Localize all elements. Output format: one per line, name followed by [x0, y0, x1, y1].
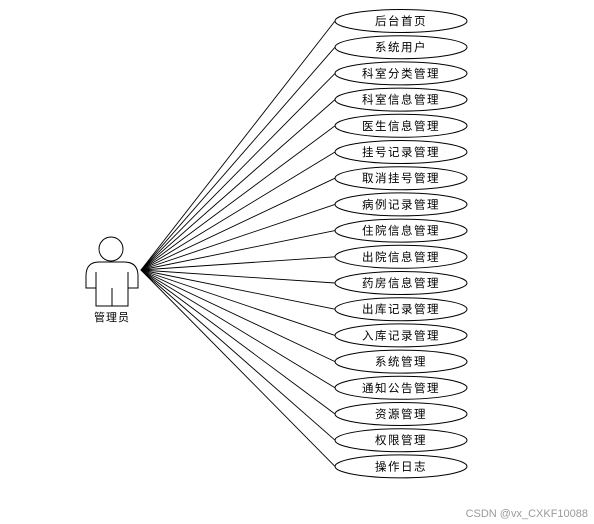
use-case-ellipse	[334, 402, 468, 426]
use-case: 住院信息管理	[334, 218, 468, 243]
use-case: 药房信息管理	[334, 271, 468, 295]
use-case-label: 住院信息管理	[362, 224, 440, 238]
use-case-label: 科室信息管理	[362, 93, 440, 107]
association-line	[140, 269, 336, 310]
use-case: 操作日志	[334, 454, 468, 479]
association-line	[140, 46, 336, 271]
use-case: 系统用户	[334, 35, 468, 60]
use-case: 出院信息管理	[334, 244, 468, 269]
use-case-ellipse	[334, 35, 468, 60]
use-case-label: 系统管理	[375, 355, 427, 369]
actor-body	[85, 261, 139, 307]
use-case-ellipse	[334, 323, 468, 348]
association-line	[140, 256, 336, 271]
use-case: 权限管理	[334, 428, 468, 453]
use-case-label: 通知公告管理	[362, 381, 440, 395]
association-line	[140, 73, 336, 271]
use-case-label: 资源管理	[375, 407, 427, 421]
use-case: 科室分类管理	[334, 61, 468, 86]
use-case-ellipse	[334, 349, 468, 374]
association-lines	[140, 20, 336, 467]
use-case-label: 权限管理	[375, 433, 427, 447]
use-case: 医生信息管理	[334, 113, 468, 138]
use-case-label: 挂号记录管理	[362, 145, 440, 159]
use-case-ellipse	[334, 375, 468, 400]
association-line	[140, 151, 336, 271]
association-line	[140, 269, 336, 363]
use-case: 入库记录管理	[334, 323, 468, 348]
use-case: 出库记录管理	[334, 297, 468, 322]
association-line	[140, 230, 336, 271]
use-case-label: 病例记录管理	[362, 197, 440, 211]
use-case-ellipse	[334, 113, 468, 138]
watermark: CSDN @vx_CXKF10088	[465, 508, 588, 520]
use-case: 科室信息管理	[334, 87, 468, 112]
association-line	[140, 269, 336, 441]
use-case-ellipse	[334, 166, 468, 191]
actor-label: 管理员	[94, 311, 130, 324]
use-case-ellipse	[334, 271, 468, 295]
use-case-ellipse	[334, 192, 468, 217]
use-case: 系统管理	[334, 349, 468, 374]
use-case-label: 取消挂号管理	[362, 171, 440, 185]
use-case-list: 后台首页系统用户科室分类管理科室信息管理医生信息管理挂号记录管理取消挂号管理病例…	[334, 9, 468, 479]
actor-head	[98, 236, 124, 262]
association-line	[140, 125, 336, 271]
association-line	[140, 203, 336, 271]
association-line	[140, 269, 336, 284]
use-case-ellipse	[334, 218, 468, 243]
association-line	[140, 269, 336, 389]
use-case: 病例记录管理	[334, 192, 468, 217]
use-case: 资源管理	[334, 402, 468, 426]
association-line	[140, 20, 336, 271]
use-case-label: 科室分类管理	[362, 66, 440, 80]
use-case-ellipse	[334, 297, 468, 322]
use-case: 挂号记录管理	[334, 140, 468, 164]
use-case-label: 出库记录管理	[362, 302, 440, 316]
use-case-label: 入库记录管理	[362, 328, 440, 342]
use-case-label: 药房信息管理	[362, 276, 440, 290]
use-case-label: 出院信息管理	[362, 250, 440, 264]
association-line	[140, 99, 336, 271]
use-case-ellipse	[334, 428, 468, 453]
use-case-ellipse	[334, 87, 468, 112]
use-case-ellipse	[334, 140, 468, 164]
association-line	[140, 269, 336, 415]
use-case: 取消挂号管理	[334, 166, 468, 191]
use-case-label: 医生信息管理	[362, 119, 440, 133]
use-case-ellipse	[334, 454, 468, 479]
use-case: 后台首页	[334, 9, 468, 33]
use-case: 通知公告管理	[334, 375, 468, 400]
use-case-ellipse	[334, 9, 468, 33]
use-case-label: 后台首页	[375, 14, 427, 28]
actor-figure	[85, 236, 139, 307]
association-line	[140, 177, 336, 271]
use-case-ellipse	[334, 61, 468, 86]
use-case-label: 操作日志	[375, 459, 427, 473]
use-case-label: 系统用户	[375, 40, 427, 54]
use-case-ellipse	[334, 244, 468, 269]
association-line	[140, 269, 336, 336]
association-line	[140, 269, 336, 467]
